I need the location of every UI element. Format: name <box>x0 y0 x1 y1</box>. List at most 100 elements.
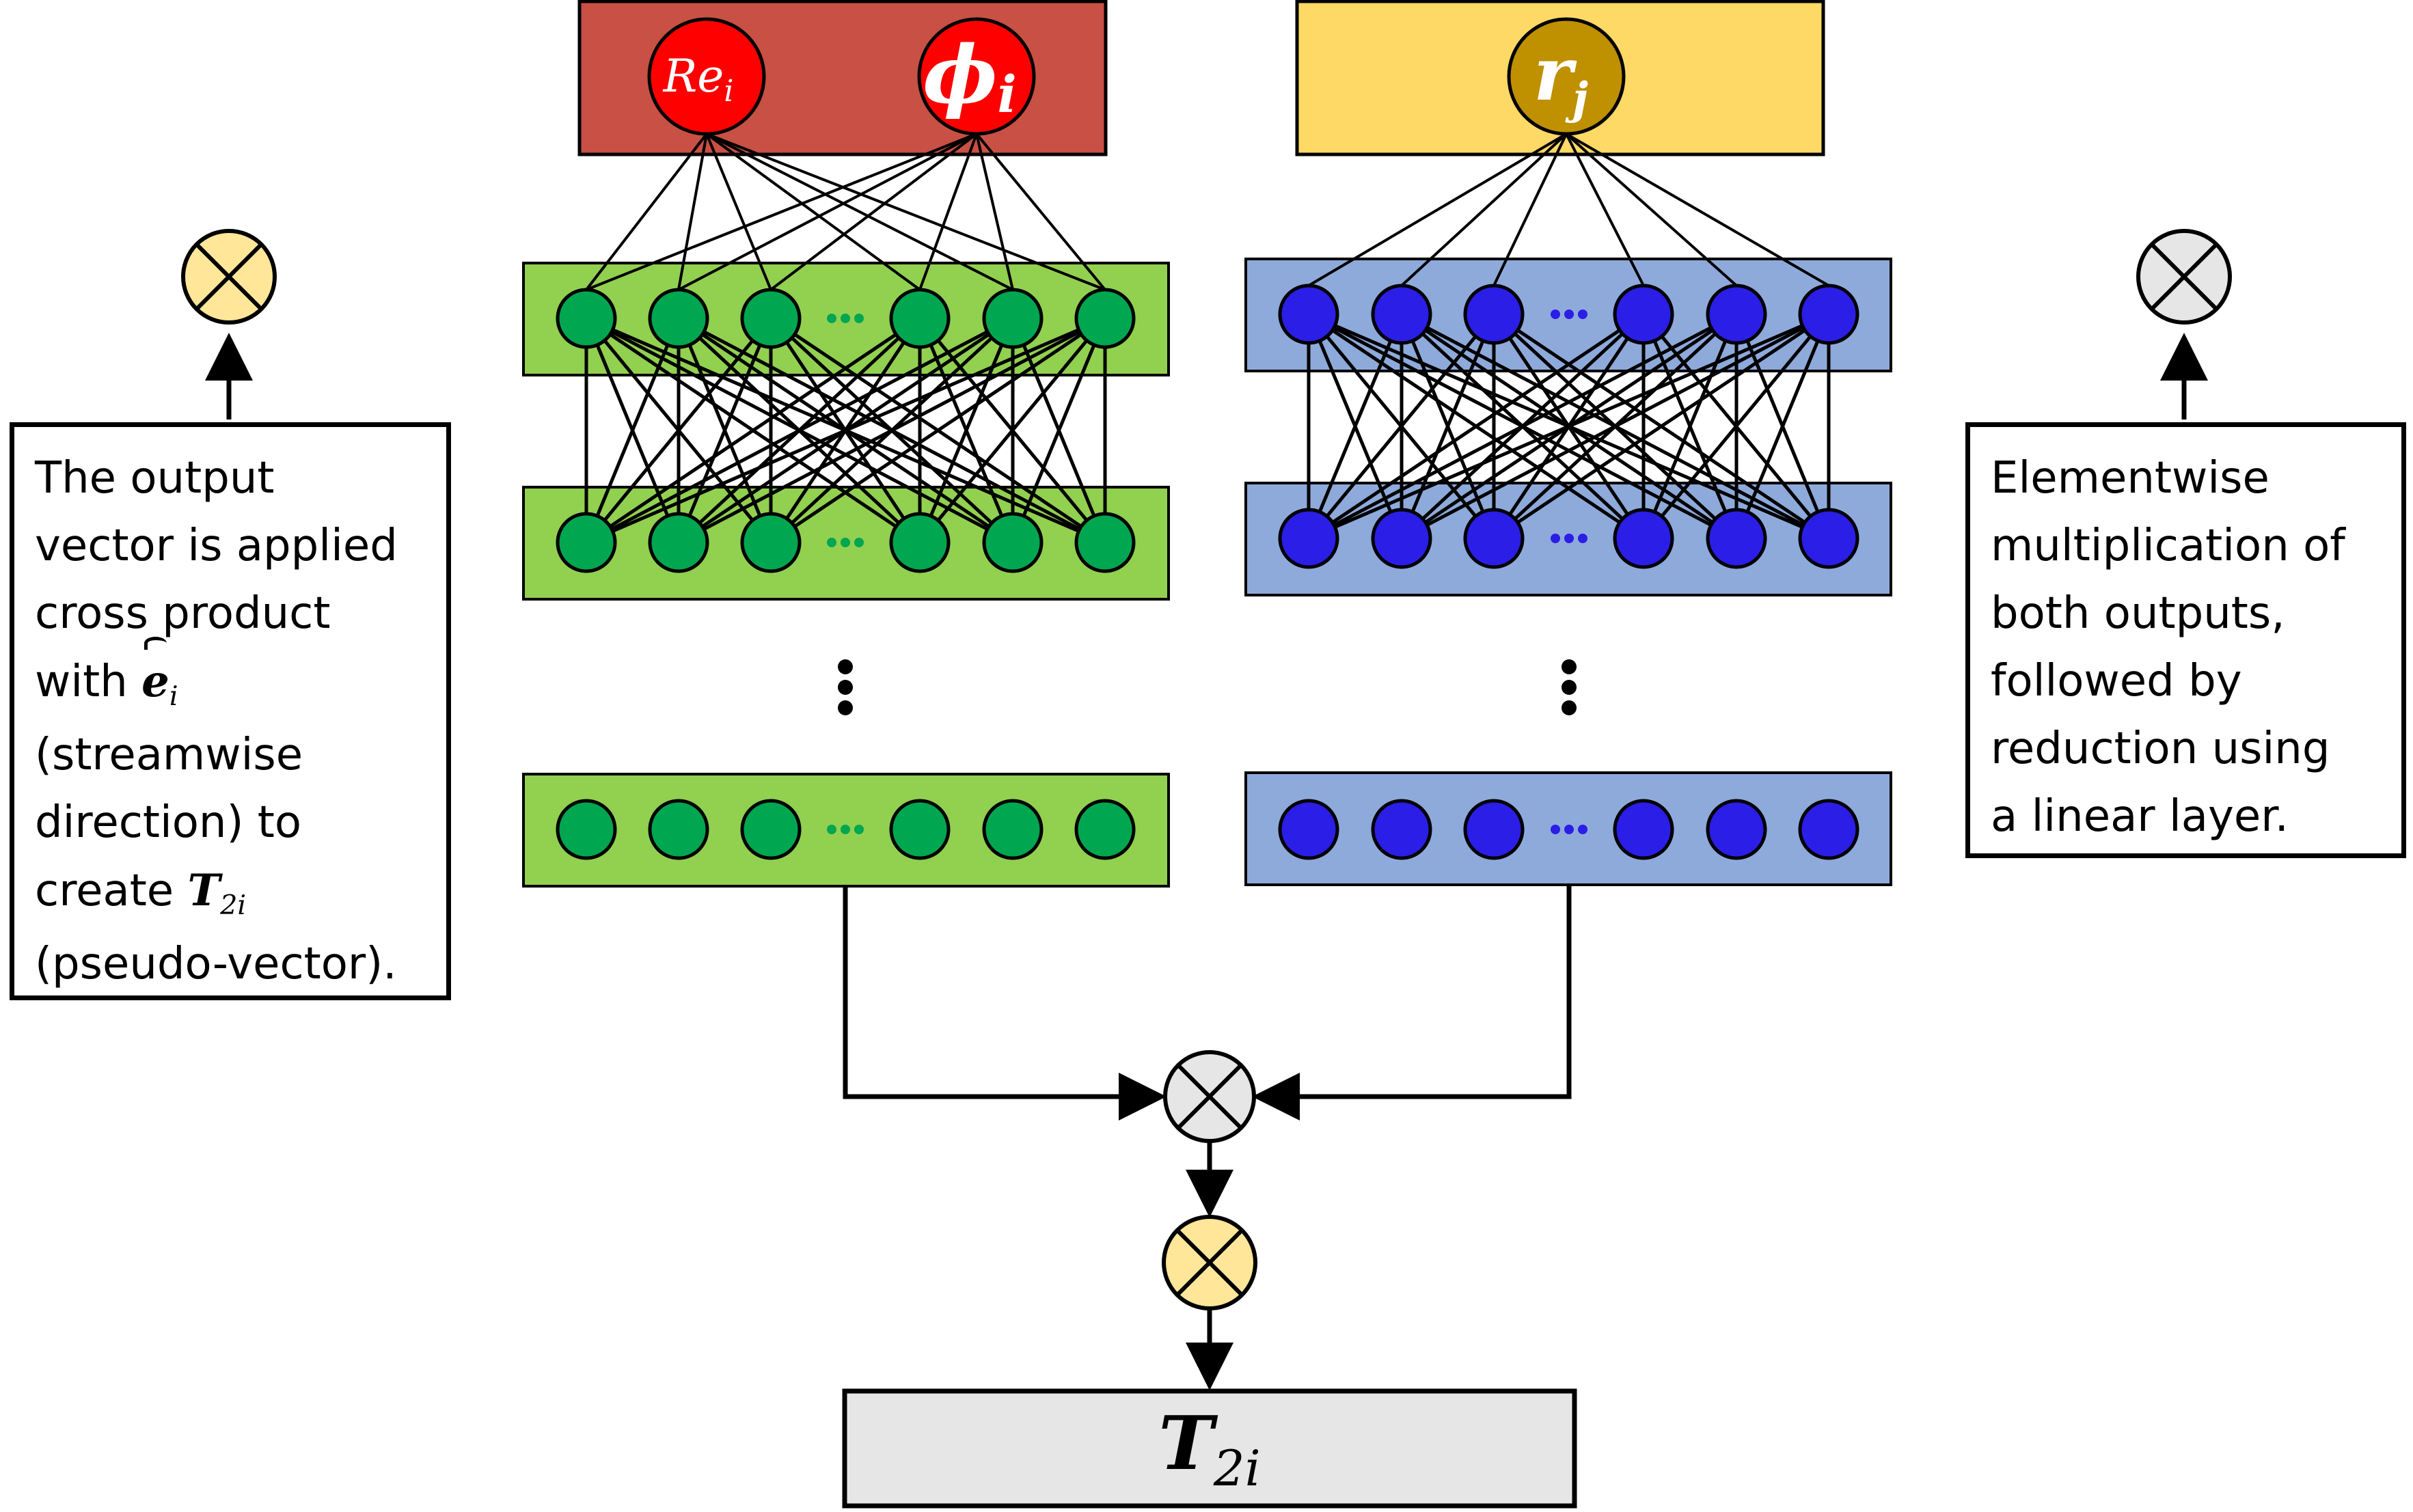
ellipsis-icon <box>827 825 864 834</box>
connection-line <box>918 318 1015 543</box>
green-node <box>982 799 1044 860</box>
blue-node <box>1798 284 1859 345</box>
blue-node <box>1613 799 1674 860</box>
connection-line <box>586 133 977 291</box>
green-node <box>889 799 951 860</box>
connection-line <box>705 133 772 290</box>
connection-line <box>705 133 921 291</box>
connection-line <box>585 316 921 545</box>
left-note-line-2: vector is applied <box>35 521 398 571</box>
connection-line <box>1308 312 1829 540</box>
blue-node <box>1613 508 1674 569</box>
connection-line <box>1307 312 1645 540</box>
connection-line <box>1400 312 1830 540</box>
connection-line <box>1307 312 1738 540</box>
blue-node <box>1613 284 1674 345</box>
blue-node <box>1798 508 1859 569</box>
connection-line <box>1307 313 1495 540</box>
vertical-ellipsis-icon <box>838 659 853 715</box>
blue-node <box>1371 284 1432 345</box>
right-note: Elementwise multiplication of both outpu… <box>1965 422 2406 858</box>
green-node <box>889 512 951 573</box>
connection-line <box>1642 313 1830 540</box>
green-node <box>1074 512 1136 573</box>
r-input-node <box>1507 17 1626 136</box>
connection-line <box>677 316 1106 545</box>
right-note-line-3: both outputs, <box>1991 588 2285 639</box>
connection-line <box>585 317 772 544</box>
connection-line <box>918 133 978 290</box>
right-note-line-6: a linear layer. <box>1991 791 2289 842</box>
re-subscript: i <box>724 74 733 109</box>
left-note-create: create <box>35 866 174 916</box>
green-node <box>982 288 1044 349</box>
connection-line <box>585 133 708 291</box>
re-input-node <box>647 17 766 136</box>
connection-line <box>1565 133 1645 286</box>
connection-line <box>1565 133 1738 287</box>
right-note-line-5: reduction using <box>1991 724 2330 774</box>
blue-node <box>1278 799 1339 860</box>
connection-line <box>1307 133 1568 287</box>
network-connections <box>584 133 1831 545</box>
left-note-line-1: The output <box>35 453 275 504</box>
left-note-line-6: direction) to <box>35 797 302 848</box>
re-input-label: Rei <box>663 50 734 109</box>
connection-line <box>1011 318 1107 543</box>
green-node <box>1074 799 1136 860</box>
left-note-line-5: (streamwise <box>35 730 303 780</box>
blue-node <box>1371 508 1432 569</box>
e-hat-symbol: e <box>141 648 169 715</box>
blue-node <box>1463 508 1525 569</box>
right-note-line-1: Elementwise <box>1991 453 2269 504</box>
left-note-line-4: with ei <box>35 648 426 721</box>
elementwise-product-icon <box>2136 229 2232 325</box>
blue-node <box>1706 508 1767 569</box>
blue-node <box>1371 799 1432 860</box>
phi-subscript: i <box>998 66 1017 124</box>
green-node <box>556 799 617 860</box>
left-note: The output vector is applied cross produ… <box>10 422 451 1000</box>
ellipsis-icon <box>1551 825 1587 834</box>
output-box <box>842 1388 1577 1509</box>
connection-line <box>1307 314 1404 539</box>
left-note-line-7: create T2i <box>35 857 426 931</box>
connection-line <box>706 133 1106 291</box>
blue-node <box>1798 799 1859 860</box>
connection-line <box>586 316 1106 545</box>
t-symbol: T <box>187 865 221 916</box>
green-node <box>648 288 709 349</box>
blue-node <box>1278 284 1339 345</box>
left-note-line-3: cross product <box>35 588 331 639</box>
ellipsis-icon <box>827 314 864 323</box>
elementwise-product-icon <box>1163 1050 1256 1143</box>
green-node <box>1074 288 1136 349</box>
ellipsis-icon <box>1551 534 1587 543</box>
green-node <box>740 288 802 349</box>
ellipsis-icon <box>827 538 864 547</box>
output-label: T2i <box>1158 1401 1260 1497</box>
cross-product-icon <box>181 229 277 325</box>
re-symbol: Re <box>663 50 724 102</box>
connection-line <box>1734 314 1831 539</box>
left-note-line-8: (pseudo-vector). <box>35 939 397 989</box>
connection-line <box>677 133 708 290</box>
network-nodes <box>556 284 1859 860</box>
blue-layer-last <box>1244 771 1892 886</box>
r-input-label: rj <box>1533 31 1588 124</box>
green-node <box>648 512 709 573</box>
connection-line <box>585 316 1014 545</box>
r-symbol: r <box>1533 31 1577 118</box>
connection-line <box>678 133 977 291</box>
green-node <box>648 799 709 860</box>
connection-line <box>975 133 1106 291</box>
blue-node <box>1706 284 1767 345</box>
left-note-with: with <box>35 657 128 707</box>
green-node <box>889 288 951 349</box>
green-node <box>556 288 617 349</box>
connection-line <box>1492 133 1568 286</box>
connection-line <box>677 318 773 543</box>
connection-line <box>1565 133 1830 287</box>
phi-input-label: ϕi <box>923 29 1016 124</box>
connection-line <box>1492 312 1830 540</box>
